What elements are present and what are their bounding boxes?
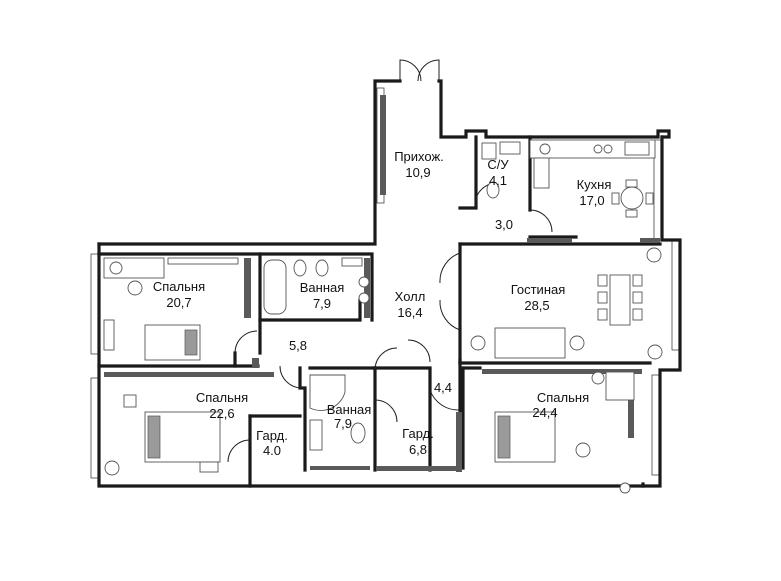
room-area: 6,8 bbox=[409, 442, 427, 457]
room-name: Ванная bbox=[327, 402, 372, 417]
room-area: 7,9 bbox=[334, 416, 352, 431]
room-area: 3,0 bbox=[495, 217, 513, 232]
room-toilet: С/У 4,1 bbox=[487, 157, 509, 188]
room-area: 4,1 bbox=[489, 173, 507, 188]
room-name: Ванная bbox=[300, 280, 345, 295]
room-area: 4,4 bbox=[434, 380, 452, 395]
room-area: 22,6 bbox=[209, 406, 234, 421]
room-name: С/У bbox=[487, 157, 509, 172]
room-wardrobe-1: Гард. 4.0 bbox=[256, 428, 288, 458]
room-corridor: 5,8 bbox=[289, 338, 307, 353]
room-name: Кухня bbox=[577, 177, 612, 192]
room-area: 4.0 bbox=[263, 443, 281, 458]
walls bbox=[97, 79, 682, 488]
room-kitchen: Кухня 17,0 bbox=[577, 177, 612, 208]
room-area: 24,4 bbox=[532, 405, 557, 420]
room-area: 10,9 bbox=[405, 165, 430, 180]
room-bathroom-2: Ванная 7,9 bbox=[327, 402, 372, 431]
room-area: 16,4 bbox=[397, 305, 422, 320]
furniture bbox=[103, 139, 663, 494]
room-bathroom-1: Ванная 7,9 bbox=[300, 280, 345, 311]
room-entrance: Прихож. 10,9 bbox=[394, 149, 444, 180]
room-name: Гостиная bbox=[511, 282, 566, 297]
room-name: Холл bbox=[395, 289, 426, 304]
room-passage: 3,0 bbox=[495, 217, 513, 232]
room-hall: Холл 16,4 bbox=[395, 289, 426, 320]
room-area: 5,8 bbox=[289, 338, 307, 353]
room-labels: Прихож. 10,9 С/У 4,1 Кухня 17,0 3,0 Спал… bbox=[153, 149, 612, 458]
room-name: Спальня bbox=[537, 390, 589, 405]
room-name: Спальня bbox=[153, 279, 205, 294]
door-swings bbox=[227, 59, 553, 463]
room-living: Гостиная 28,5 bbox=[511, 282, 566, 313]
room-vestibule: 4,4 bbox=[434, 380, 452, 395]
room-name: Прихож. bbox=[394, 149, 444, 164]
room-area: 17,0 bbox=[579, 193, 604, 208]
room-area: 7,9 bbox=[313, 296, 331, 311]
room-name: Гард. bbox=[256, 428, 288, 443]
room-name: Спальня bbox=[196, 390, 248, 405]
room-area: 20,7 bbox=[166, 295, 191, 310]
room-area: 28,5 bbox=[524, 298, 549, 313]
wardrobes bbox=[104, 95, 660, 472]
room-wardrobe-2: Гард. 6,8 bbox=[402, 426, 434, 457]
room-bedroom-1: Спальня 20,7 bbox=[153, 279, 205, 310]
room-bedroom-2: Спальня 22,6 bbox=[196, 390, 248, 421]
room-name: Гард. bbox=[402, 426, 434, 441]
room-bedroom-3: Спальня 24,4 bbox=[532, 390, 589, 420]
